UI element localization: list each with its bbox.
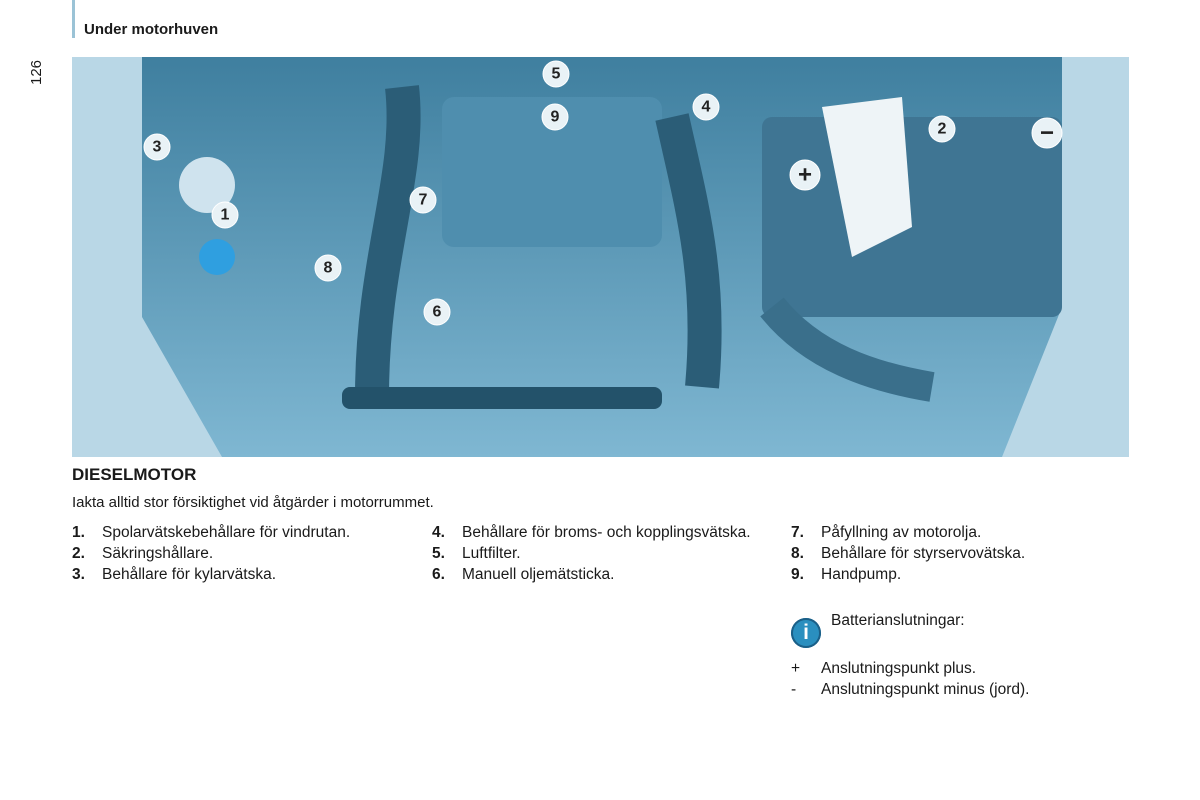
svg-text:−: −	[1040, 120, 1054, 147]
item-column-3: 7.Påfyllning av motorolja. 8.Behållare f…	[791, 524, 1111, 587]
svg-text:1: 1	[221, 207, 230, 224]
page-number: 126	[28, 59, 45, 85]
engine-illustration: 1 2 3 4 5 6 7 8 9 + −	[72, 57, 1129, 457]
item-column-2: 4.Behållare för broms- och kopplingsväts…	[432, 524, 772, 587]
callout-7: 7	[409, 186, 437, 214]
svg-text:9: 9	[551, 109, 560, 126]
minus-terminal-icon: −	[1031, 117, 1063, 149]
list-item: -Anslutningspunkt minus (jord).	[791, 681, 1030, 698]
list-item: 5.Luftfilter.	[432, 545, 521, 562]
list-item: 2.Säkringshållare.	[72, 545, 214, 562]
section-title: Under motorhuven	[84, 21, 219, 38]
svg-text:4: 4	[702, 99, 711, 116]
callout-5: 5	[542, 60, 570, 88]
list-item: 4.Behållare för broms- och kopplingsväts…	[432, 524, 751, 541]
svg-text:8: 8	[324, 260, 333, 277]
info-icon: i	[791, 618, 821, 648]
callout-8: 8	[314, 254, 342, 282]
terminal-list: +Anslutningspunkt plus. -Anslutningspunk…	[791, 658, 1030, 700]
svg-text:3: 3	[153, 139, 162, 156]
list-item: 9.Handpump.	[791, 566, 902, 583]
info-label: Batterianslutningar:	[831, 612, 965, 629]
svg-text:7: 7	[419, 192, 428, 209]
callout-3: 3	[143, 133, 171, 161]
list-item: 3.Behållare för kylarvätska.	[72, 566, 277, 583]
list-item: +Anslutningspunkt plus.	[791, 660, 977, 677]
item-column-1: 1.Spolarvätskebehållare för vindrutan. 2…	[72, 524, 412, 587]
header-accent-bar	[72, 0, 75, 38]
callout-2: 2	[928, 115, 956, 143]
callout-6: 6	[423, 298, 451, 326]
plus-terminal-icon: +	[789, 159, 821, 191]
list-item: 6.Manuell oljemätsticka.	[432, 566, 615, 583]
svg-text:+: +	[798, 162, 812, 189]
list-item: 7.Påfyllning av motorolja.	[791, 524, 982, 541]
list-item: 8.Behållare för styrservovätska.	[791, 545, 1026, 562]
svg-text:2: 2	[938, 121, 947, 138]
intro-text: Iakta alltid stor försiktighet vid åtgär…	[72, 494, 434, 511]
svg-text:5: 5	[552, 66, 561, 83]
callout-1: 1	[211, 201, 239, 229]
callout-9: 9	[541, 103, 569, 131]
list-item: 1.Spolarvätskebehållare för vindrutan.	[72, 524, 351, 541]
info-note: i Batterianslutningar:	[791, 612, 965, 648]
document-title: DIESELMOTOR	[72, 465, 197, 484]
svg-text:6: 6	[433, 304, 442, 321]
callout-4: 4	[692, 93, 720, 121]
